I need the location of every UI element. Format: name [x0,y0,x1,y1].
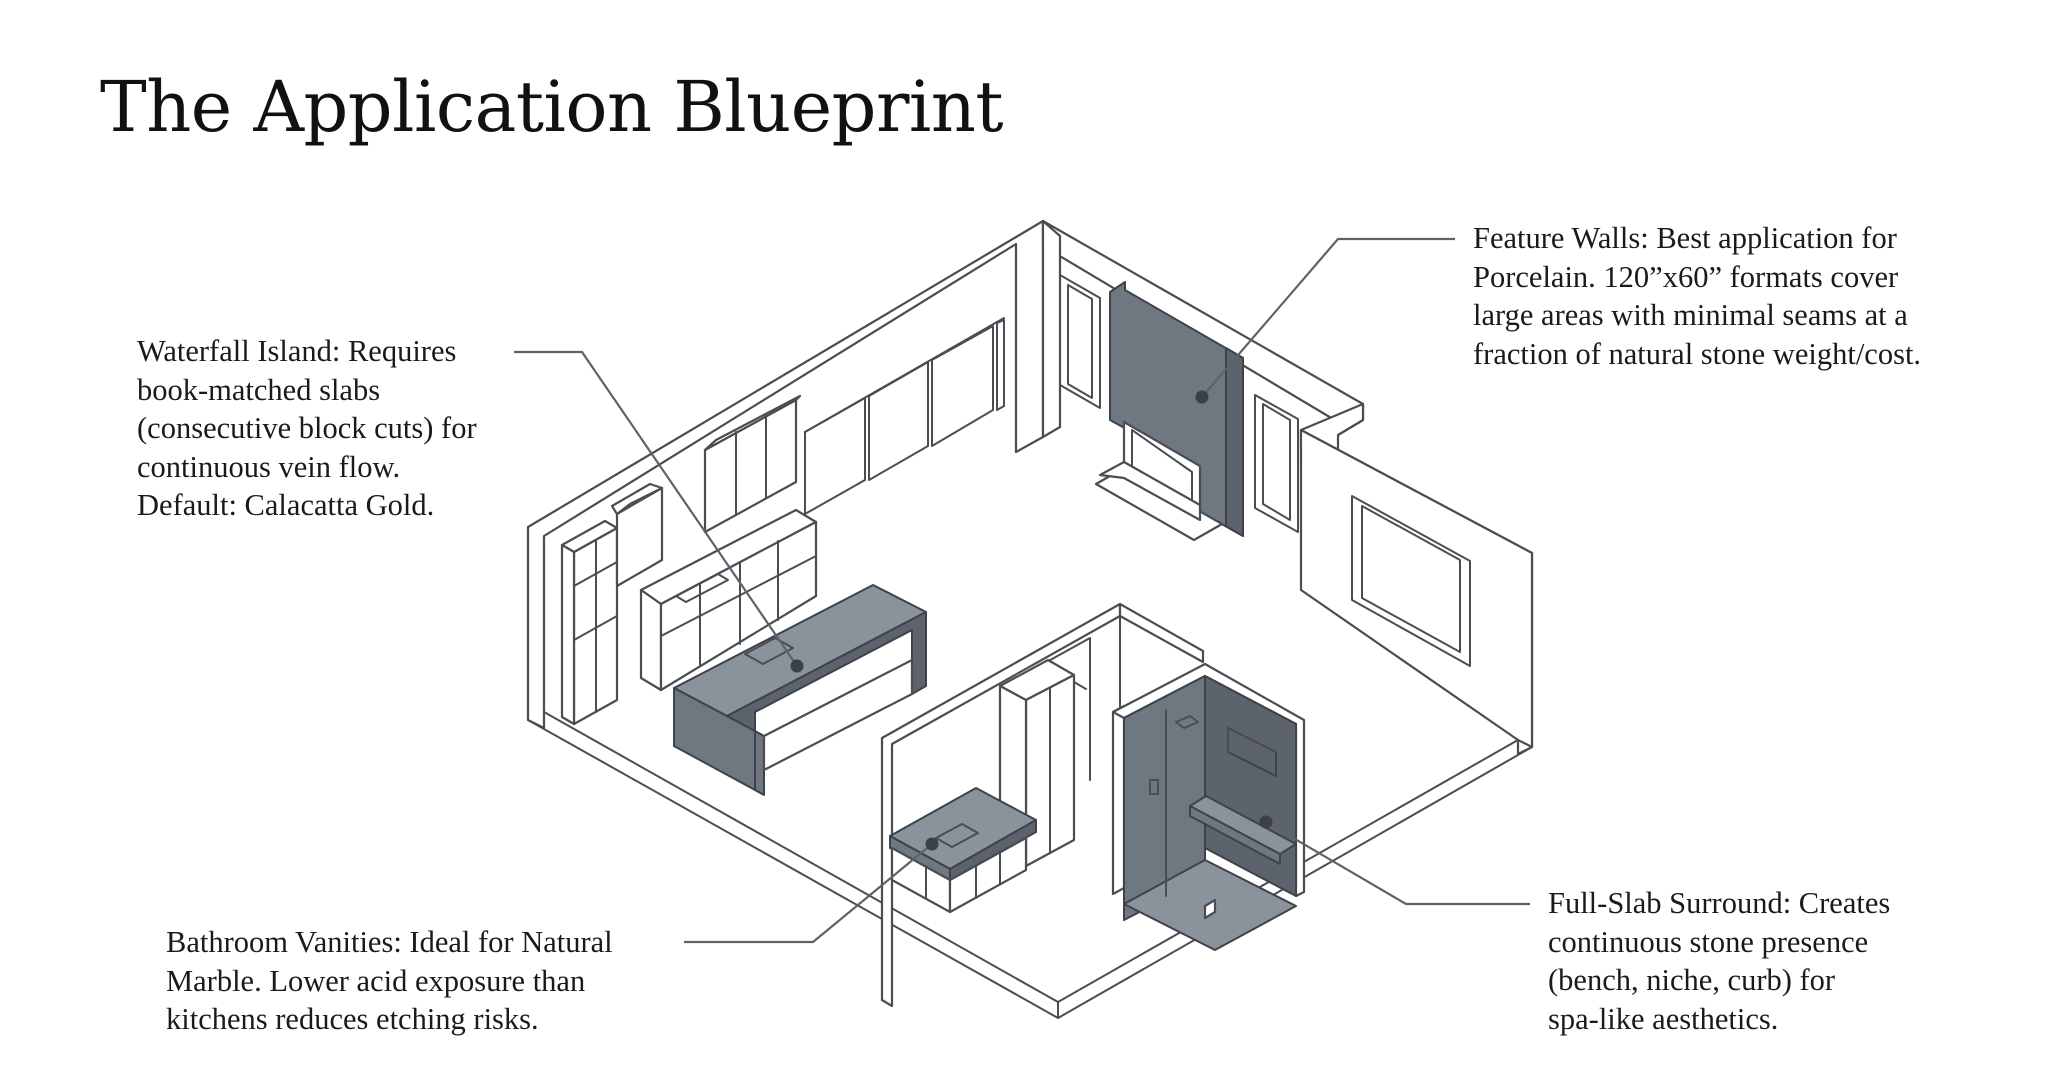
callout-line: fraction of natural stone weight/cost. [1473,336,1922,371]
kitchen-windows [804,317,1005,515]
callout-waterfall-island: Waterfall Island: Requires book-matched … [137,332,477,525]
feature-wall [1059,274,1299,542]
page-title: The Application Blueprint [100,66,1004,148]
dot-shower [1259,815,1273,829]
callout-feature-walls: Feature Walls: Best application for Porc… [1473,219,1921,373]
leader-lines [514,237,1530,944]
callout-line: (bench, niche, curb) for [1548,963,1836,997]
callout-line: Default: Calacatta Gold. [137,488,435,522]
leader-feature [1201,237,1455,398]
right-wall-window [1351,495,1471,667]
callout-line: continuous vein flow. [137,449,401,484]
bathroom-walls [880,602,1205,1008]
callout-bathroom-vanities: Bathroom Vanities: Ideal for Natural Mar… [166,923,613,1039]
dot-waterfall [790,659,804,673]
callout-full-slab-surround: Full-Slab Surround: Creates continuous s… [1548,884,1890,1038]
callout-line: large areas with minimal seams at a [1473,298,1908,332]
callout-line: Bathroom Vanities: Ideal for Natural [166,925,613,959]
callout-line: continuous stone presence [1548,924,1869,959]
callout-line: kitchens reduces etching risks. [166,1002,539,1036]
callout-line: Porcelain. 120”x60” formats cover [1473,259,1899,294]
callout-line: Full-Slab Surround: Creates [1548,886,1891,920]
waterfall-island [673,584,927,796]
leader-waterfall [514,350,798,667]
kitchen-cabinets [560,394,818,726]
dot-feature [1195,390,1209,404]
leader-shower [1265,821,1530,906]
shower-enclosure [1111,662,1306,951]
callout-line: Marble. Lower acid exposure than [166,963,586,998]
dot-vanity [925,837,939,851]
callout-line: Waterfall Island: Requires [137,334,457,368]
leader-vanity [684,843,933,944]
outer-walls [526,219,1534,1019]
callout-line: book-matched slabs [137,372,381,407]
callout-line: (consecutive block cuts) for [137,411,477,445]
callout-line: spa-like aesthetics. [1548,1001,1779,1036]
callout-line: Feature Walls: Best application for [1473,221,1897,255]
